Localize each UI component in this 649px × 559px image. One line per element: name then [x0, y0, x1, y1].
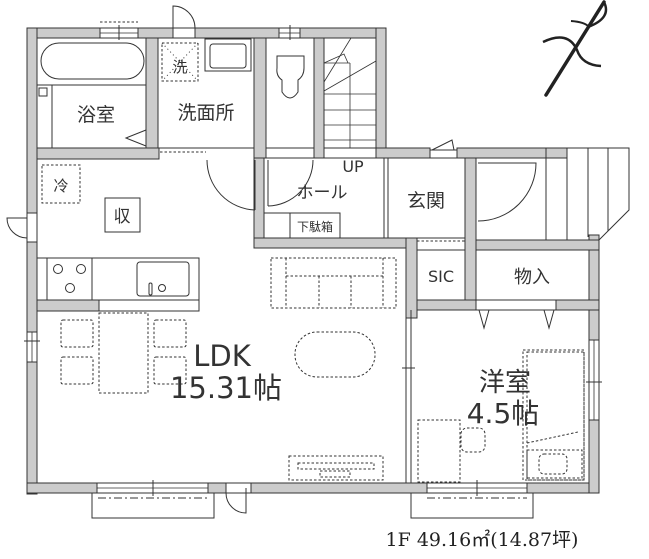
- western-room-name-label: 洋室: [479, 368, 531, 398]
- bathroom: [36, 37, 147, 149]
- shoe-box-label: 下駄箱: [297, 219, 333, 234]
- ldk-size-label: 15.31帖: [170, 371, 282, 405]
- entrance-label: 玄関: [407, 190, 445, 212]
- hall-label: ホール: [297, 183, 348, 203]
- stairs: [323, 37, 377, 149]
- ldk: [36, 164, 415, 483]
- fridge-label: 冷: [53, 177, 68, 195]
- area-caption: 1F 49.16㎡(14.87坪): [386, 528, 579, 551]
- sic-label: SIC: [428, 267, 454, 286]
- washroom-label: 洗面所: [177, 102, 234, 124]
- bathroom-label: 浴室: [77, 104, 115, 126]
- washer-label: 洗: [172, 58, 187, 76]
- washroom: [157, 37, 256, 211]
- north-arrow-icon: [542, 0, 608, 97]
- stairs-up-label: UP: [342, 157, 364, 176]
- ldk-name-label: LDK: [193, 339, 251, 373]
- toilet: [265, 37, 315, 207]
- windows: [6, 5, 602, 519]
- western-room: [417, 349, 585, 483]
- storage-rooms: [416, 249, 590, 330]
- storeroom-label: 物入: [514, 267, 550, 288]
- storage-label: 収: [114, 207, 131, 227]
- entrance: [387, 147, 630, 251]
- western-room-size-label: 4.5帖: [467, 397, 540, 430]
